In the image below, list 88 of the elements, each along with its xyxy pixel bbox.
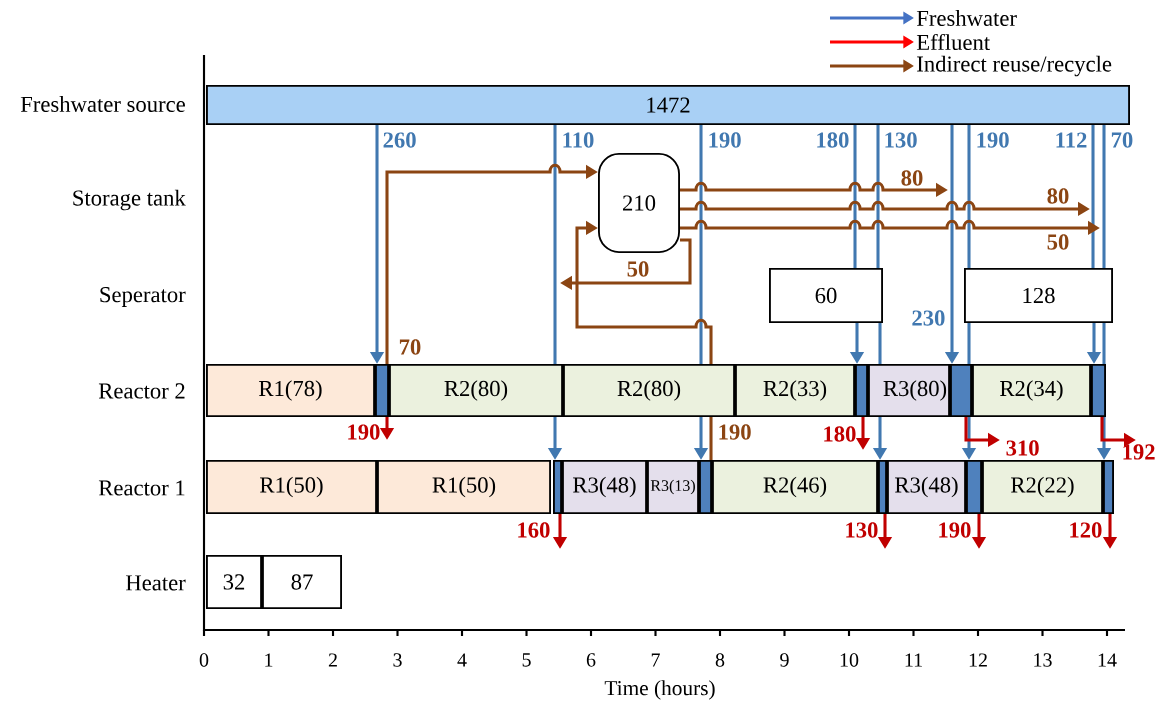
flow-line [878, 323, 882, 364]
task-bar: R1(50) [206, 460, 377, 514]
flow-line [1102, 125, 1106, 268]
tick-label: 5 [522, 653, 531, 667]
flow-line [699, 125, 703, 364]
task-bar: R3(48) [887, 460, 966, 514]
tick-label: 7 [651, 653, 660, 667]
edge-label: 180 [824, 426, 856, 442]
flow-line [967, 125, 971, 268]
task-bar: R2(22) [982, 460, 1103, 514]
edge-label: 190 [719, 424, 751, 440]
task-bar: R3(48) [562, 460, 647, 514]
tick-label: 13 [1034, 653, 1052, 667]
edge-label: 70 [1111, 132, 1133, 148]
heater-box: 87 [262, 555, 342, 609]
axis-title: Time (hours) [604, 680, 715, 700]
flow-line [853, 125, 857, 268]
storage-tank: 210 [598, 153, 680, 253]
tick-label: 8 [715, 653, 725, 667]
flow-line [553, 125, 557, 364]
edge-label: 130 [846, 522, 878, 538]
edge-label: 190 [939, 522, 971, 538]
tick-label: 12 [969, 653, 987, 667]
wash-bar [375, 364, 389, 417]
edge-label: 130 [885, 132, 917, 148]
tick-label: 11 [905, 653, 922, 667]
legend-label: Indirect reuse/recycle [917, 55, 1112, 77]
row-label: Reactor 1 [98, 480, 185, 496]
flow-line [1091, 125, 1095, 268]
tick-label: 3 [393, 653, 402, 667]
tick-label: 1 [265, 653, 273, 667]
task-bar: R3(80) [868, 364, 950, 417]
tick-label: 6 [586, 653, 596, 667]
task-bar: R1(50) [377, 460, 551, 514]
edge-label: 260 [383, 132, 416, 148]
edge-label: 230 [912, 310, 945, 326]
flow-line [876, 125, 880, 268]
wash-bar [699, 460, 712, 514]
task-bar: R1(78) [206, 364, 375, 417]
heater-box: 32 [206, 555, 262, 609]
wash-bar [950, 364, 972, 417]
edge-label: 120 [1070, 522, 1102, 538]
edge-label: 80 [901, 170, 923, 186]
edge-label: 310 [1006, 440, 1039, 456]
tick-label: 10 [840, 653, 859, 667]
tick-label: 9 [780, 653, 789, 667]
wash-bar [878, 460, 887, 514]
row-label: Reactor 2 [98, 383, 185, 399]
edge-label: 160 [518, 522, 550, 538]
source-bar: 1472 [206, 85, 1130, 125]
wash-bar [966, 460, 982, 514]
flow-line [967, 323, 971, 364]
edge-label: 180 [817, 132, 849, 148]
wash-bar [553, 460, 562, 514]
row-label: Seperator [100, 287, 186, 307]
row-label: Heater [126, 575, 186, 591]
edge-label: 110 [563, 132, 594, 148]
edge-label: 190 [709, 132, 741, 148]
task-bar: R2(34) [972, 364, 1091, 417]
row-label: Freshwater source [20, 96, 185, 112]
row-label: Storage tank [73, 189, 186, 211]
tick-label: 0 [199, 653, 209, 667]
edge-label: 190 [348, 424, 380, 440]
edge-label: 50 [627, 261, 649, 277]
legend-label: Effluent [916, 33, 990, 51]
flow-line [1102, 323, 1106, 364]
task-bar: R2(33) [735, 364, 855, 417]
wash-bar [1103, 460, 1114, 514]
tick-label: 14 [1098, 653, 1117, 667]
legend-label: Freshwater [916, 10, 1017, 26]
wash-bar [855, 364, 868, 417]
task-bar: R3(13) [647, 460, 699, 514]
edge-label: 112 [1056, 132, 1087, 148]
arrow [575, 220, 713, 364]
edge-label: 80 [1047, 188, 1069, 204]
tick-label: 2 [328, 653, 337, 667]
task-bar: R2(80) [389, 364, 563, 417]
edge-label: 70 [399, 339, 421, 355]
wash-bar [1091, 364, 1106, 417]
separator-box: 128 [964, 268, 1113, 323]
edge-label: 190 [977, 132, 1009, 148]
separator-box: 60 [769, 268, 883, 323]
task-bar: R2(46) [712, 460, 878, 514]
tick-label: 4 [457, 653, 467, 667]
task-bar: R2(80) [563, 364, 735, 417]
edge-label: 50 [1047, 234, 1069, 250]
flow-line [709, 417, 713, 460]
edge-label: 192 [1123, 444, 1155, 460]
